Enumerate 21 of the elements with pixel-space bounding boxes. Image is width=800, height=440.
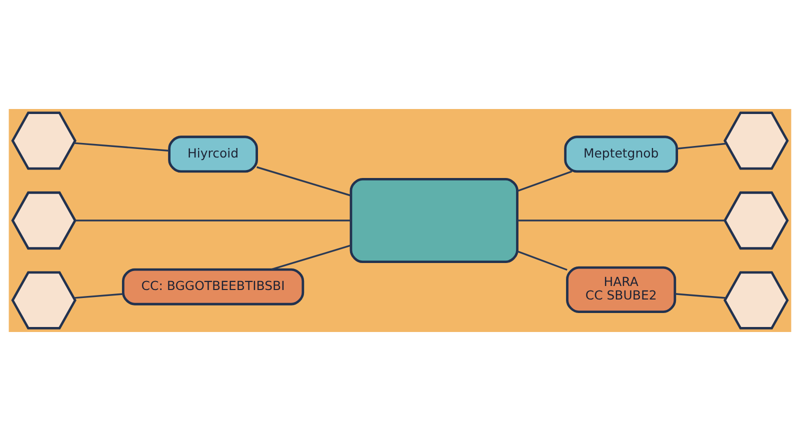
node-box: CC: BGGOTBEEBTIBSBI	[122, 268, 304, 305]
connector	[74, 292, 123, 298]
node-hexagon	[724, 270, 789, 329]
node-hexagon	[724, 190, 789, 250]
connector	[518, 219, 725, 221]
connector	[517, 170, 572, 192]
node-box: Meptetgnob	[564, 135, 678, 172]
node-hexagon	[11, 111, 76, 170]
connector	[517, 250, 568, 270]
node-box: Hiyrcoid	[168, 135, 258, 172]
node-hexagon	[11, 270, 76, 329]
connector	[674, 292, 726, 298]
connector	[75, 219, 351, 221]
node-box: HARA CC SBUBE2	[566, 266, 676, 313]
node-hexagon	[724, 111, 789, 170]
node-hexagon	[11, 190, 76, 250]
node-box	[350, 177, 518, 263]
connector	[676, 142, 726, 149]
connector	[74, 142, 170, 152]
connector	[271, 244, 351, 270]
connector	[256, 166, 351, 196]
